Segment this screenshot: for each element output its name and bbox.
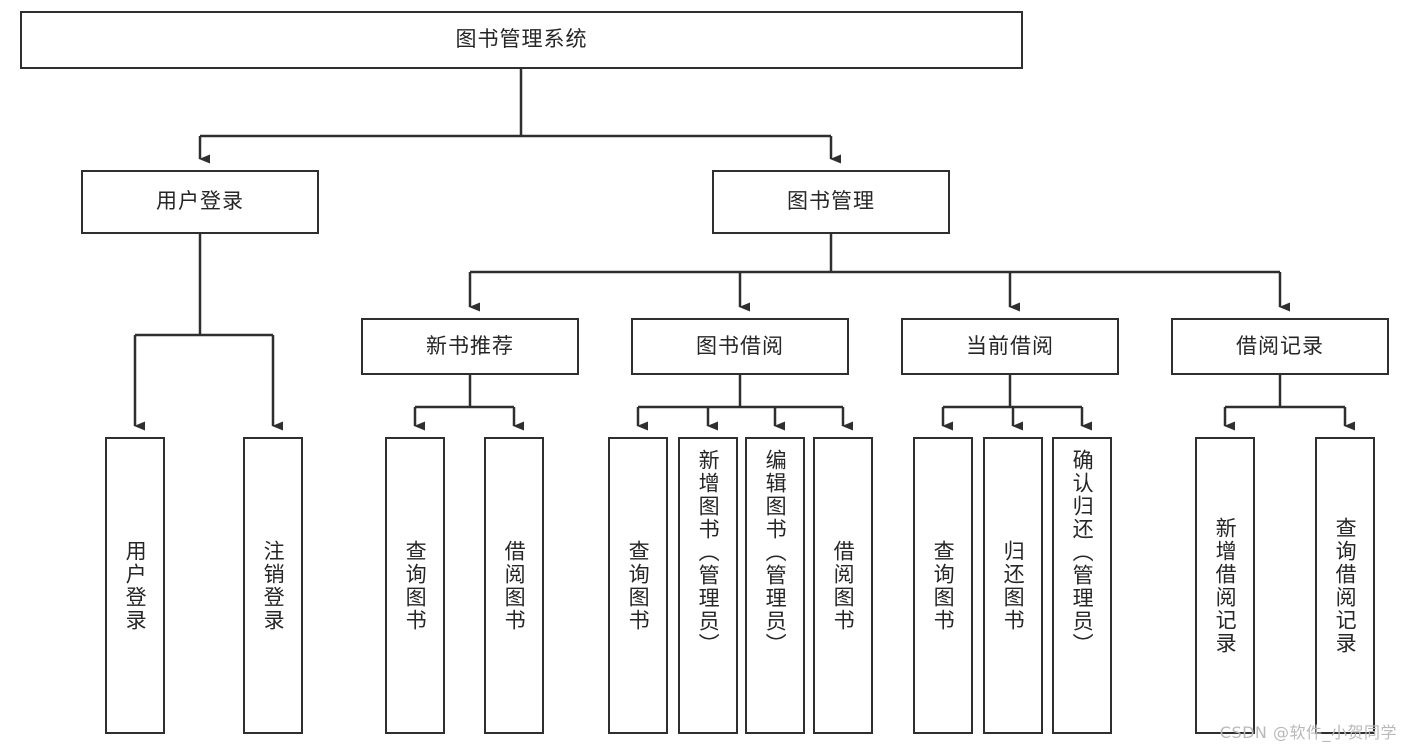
csdn-watermark: CSDN @软件_小贺同学: [1219, 723, 1397, 742]
node-level3-当前借阅[interactable]: 当前借阅: [901, 318, 1119, 375]
node-label: 查询借阅记录: [1333, 516, 1358, 655]
node-leaf-2-查询图书[interactable]: 查询图书: [385, 437, 445, 734]
node-label: 当前借阅: [966, 333, 1054, 358]
node-level2-图书管理[interactable]: 图书管理: [712, 170, 950, 234]
node-leaf-5-新增图书管理员[interactable]: 新增图书（管理员）: [678, 437, 738, 734]
node-leaf-10-确认归还管理员[interactable]: 确认归还（管理员）: [1052, 437, 1112, 734]
node-leaf-1-注销登录[interactable]: 注销登录: [243, 437, 303, 734]
node-label: 用户登录: [156, 189, 244, 214]
node-label: 借阅图书: [831, 539, 856, 632]
node-label: 确认归还（管理员）: [1070, 449, 1095, 656]
node-label: 新增图书（管理员）: [696, 449, 721, 656]
node-root-图书管理系统[interactable]: 图书管理系统: [20, 11, 1023, 69]
node-level3-新书推荐[interactable]: 新书推荐: [361, 318, 579, 375]
node-leaf-4-查询图书[interactable]: 查询图书: [608, 437, 668, 734]
node-leaf-0-用户登录[interactable]: 用户登录: [105, 437, 165, 734]
node-leaf-6-编辑图书管理员[interactable]: 编辑图书（管理员）: [745, 437, 805, 734]
node-label: 用户登录: [123, 539, 148, 632]
node-label: 编辑图书（管理员）: [763, 449, 788, 656]
node-label: 图书管理: [787, 189, 875, 214]
node-label: 图书管理系统: [455, 27, 588, 52]
node-label: 新书推荐: [426, 333, 514, 358]
node-label: 借阅记录: [1236, 333, 1324, 358]
node-label: 查询图书: [626, 539, 651, 632]
node-leaf-7-借阅图书[interactable]: 借阅图书: [813, 437, 873, 734]
node-label: 新增借阅记录: [1213, 516, 1238, 655]
node-level3-借阅记录[interactable]: 借阅记录: [1171, 318, 1389, 375]
node-level2-用户登录[interactable]: 用户登录: [81, 170, 319, 234]
node-label: 借阅图书: [502, 539, 527, 632]
node-leaf-11-新增借阅记录[interactable]: 新增借阅记录: [1195, 437, 1255, 734]
node-leaf-3-借阅图书[interactable]: 借阅图书: [484, 437, 544, 734]
node-label: 注销登录: [261, 539, 286, 632]
node-leaf-9-归还图书[interactable]: 归还图书: [983, 437, 1043, 734]
node-label: 查询图书: [931, 539, 956, 632]
node-label: 查询图书: [403, 539, 428, 632]
node-leaf-8-查询图书[interactable]: 查询图书: [913, 437, 973, 734]
node-leaf-12-查询借阅记录[interactable]: 查询借阅记录: [1315, 437, 1375, 734]
node-label: 归还图书: [1001, 539, 1026, 632]
node-level3-图书借阅[interactable]: 图书借阅: [631, 318, 849, 375]
node-label: 图书借阅: [696, 333, 784, 358]
